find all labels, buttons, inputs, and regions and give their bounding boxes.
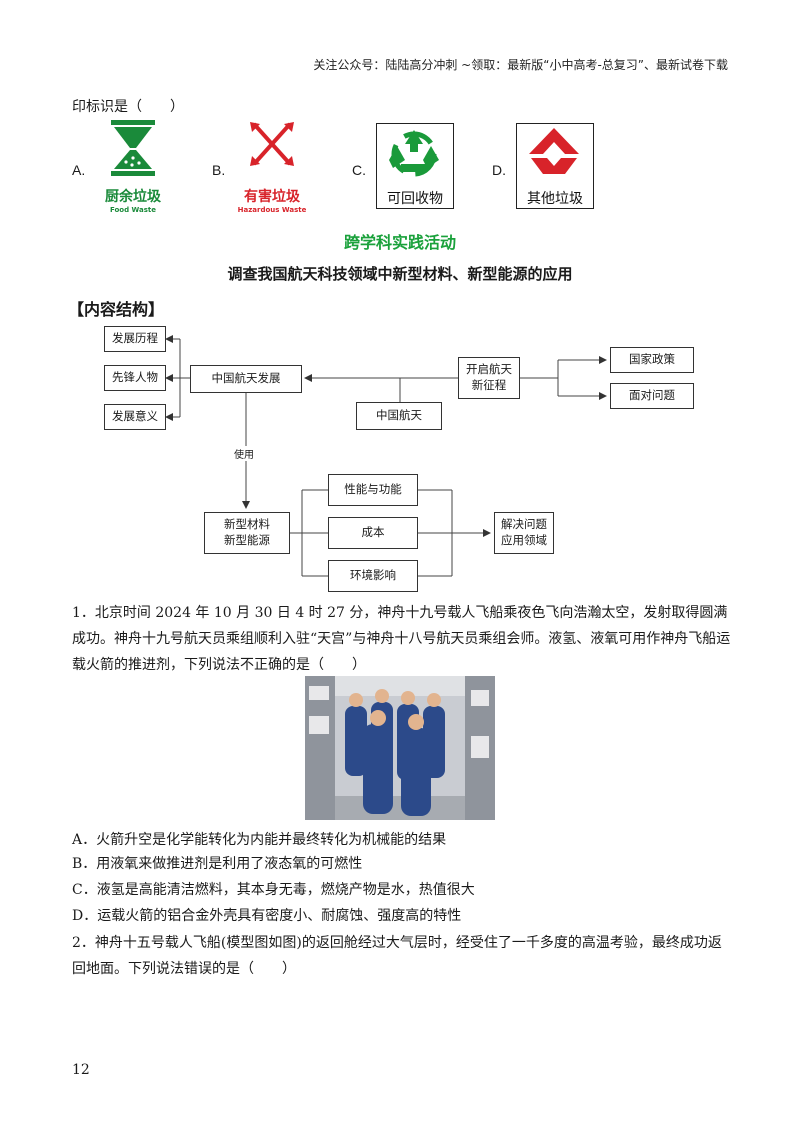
box-history: 发展历程 (104, 326, 166, 352)
box-new-journey: 开启航天新征程 (458, 357, 520, 399)
q1-choice-b: B．用液氧来做推进剂是利用了液态氧的可燃性 (72, 856, 363, 872)
box-environment: 环境影响 (328, 560, 418, 592)
astronauts-photo (305, 676, 495, 820)
hazardous-waste-sign: 有害垃圾 Hazardous Waste (232, 118, 312, 218)
box-significance: 发展意义 (104, 404, 166, 430)
use-label: 使用 (234, 446, 254, 461)
flowchart-connectors (165, 335, 607, 577)
hazardous-waste-en: Hazardous Waste (237, 206, 307, 214)
header-note: 关注公众号：陆陆高分冲刺 ~领取：最新版“小中高考-总复习”、最新试卷下载 (313, 58, 728, 72)
other-waste-sign: 其他垃圾 (516, 123, 594, 209)
page-number: 12 (72, 1062, 90, 1078)
box-cost: 成本 (328, 517, 418, 549)
box-policy: 国家政策 (610, 347, 694, 373)
question-1-text: 1．北京时间 2024 年 10 月 30 日 4 时 27 分，神舟十九号载人… (72, 605, 731, 673)
section-label: 【内容结构】 (68, 300, 165, 319)
recycle-icon (389, 130, 439, 177)
hourglass-icon (111, 120, 155, 176)
recyclable-label: 可回收物 (387, 191, 443, 207)
food-waste-label: 厨余垃圾 (105, 189, 161, 205)
q1-choice-a: A．火箭升空是化学能转化为内能并最终转化为机械能的结果 (72, 832, 447, 848)
other-waste-label: 其他垃圾 (527, 191, 583, 207)
question-tail: 印标识是（ ） (72, 99, 184, 115)
option-b-letter: B. (212, 162, 226, 178)
box-materials: 新型材料新型能源 (204, 512, 290, 554)
box-solve: 解决问题应用领域 (494, 512, 554, 554)
q1-choice-d: D．运载火箭的铝合金外壳具有密度小、耐腐蚀、强度高的特性 (72, 908, 462, 924)
box-pioneers: 先锋人物 (104, 365, 166, 391)
option-d-letter: D. (492, 162, 506, 178)
food-waste-sign: 厨余垃圾 Food Waste (92, 118, 174, 218)
box-performance: 性能与功能 (328, 474, 418, 506)
option-a-letter: A. (72, 162, 86, 178)
other-waste-icon (529, 128, 579, 174)
hazard-cross-icon (250, 122, 294, 166)
activity-subtitle: 调查我国航天科技领域中新型材料、新型能源的应用 (227, 265, 573, 283)
box-china-dev: 中国航天发展 (190, 365, 302, 393)
q1-choice-c: C．液氢是高能清洁燃料，其本身无毒，燃烧产物是水，热值很大 (72, 882, 475, 898)
hazardous-waste-label: 有害垃圾 (244, 189, 300, 205)
option-c-letter: C. (352, 162, 366, 178)
food-waste-en: Food Waste (109, 206, 157, 214)
recyclable-sign: 可回收物 (376, 123, 454, 209)
question-2-text: 2．神舟十五号载人飞船(模型图如图)的返回舱经过大气层时，经受住了一千多度的高温… (72, 935, 722, 977)
activity-title: 跨学科实践活动 (343, 233, 456, 252)
box-problems: 面对问题 (610, 383, 694, 409)
box-china-space: 中国航天 (356, 402, 442, 430)
